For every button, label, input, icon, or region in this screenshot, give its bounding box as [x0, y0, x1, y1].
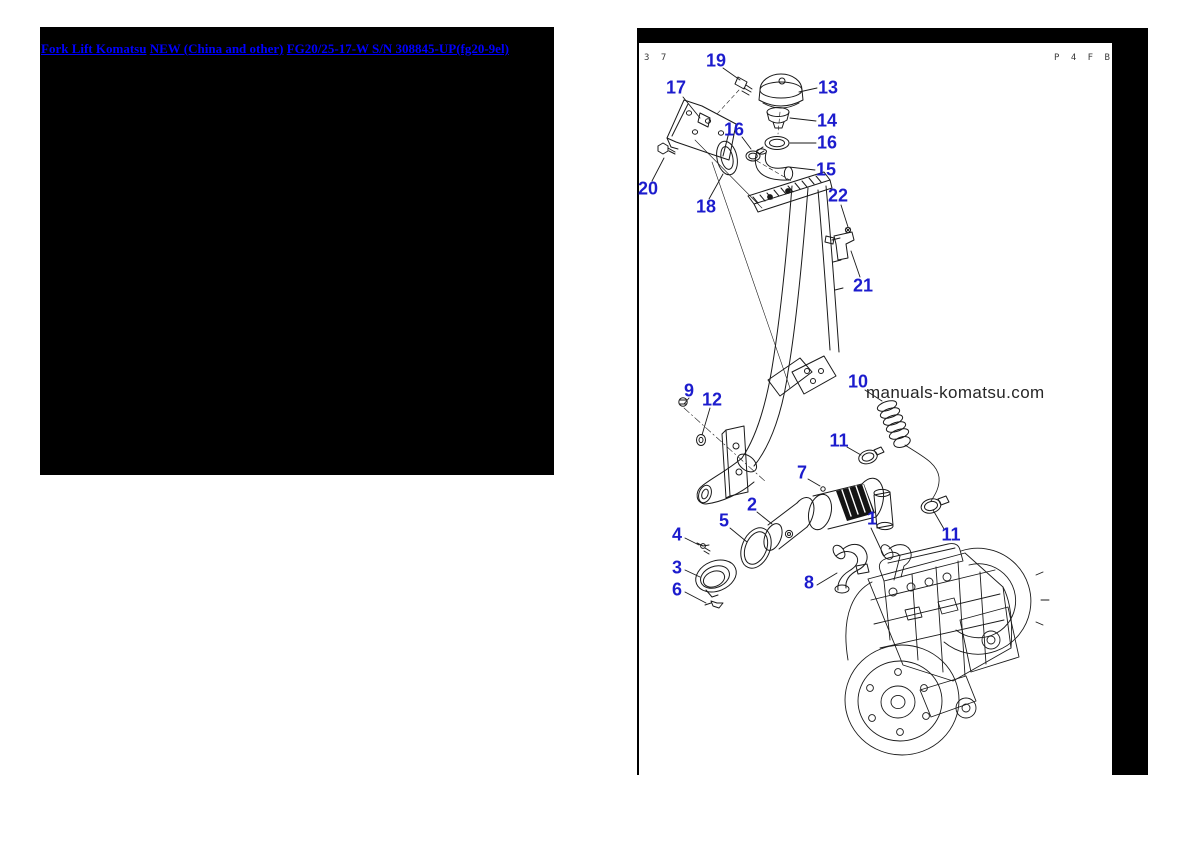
- left-black-panel: Fork Lift Komatsu NEW (China and other) …: [40, 27, 554, 475]
- part-elbow-15: [755, 148, 794, 181]
- part-wingbolt-4: [696, 542, 711, 555]
- part-bolt-19: [734, 76, 753, 96]
- part-elbow-8: [832, 544, 870, 594]
- part-hose-10: [876, 400, 911, 448]
- parts-diagram: [651, 67, 1050, 756]
- part-element-5: [740, 527, 772, 569]
- link-new-china-other[interactable]: NEW (China and other): [149, 41, 284, 56]
- radiator-frame: [747, 171, 844, 353]
- part-wingnut-6: [704, 600, 724, 609]
- page-number: 3 7: [644, 53, 670, 63]
- catalog-page: [637, 43, 1112, 775]
- part-bolt-9: [678, 397, 688, 407]
- part-bolt-20: [657, 142, 676, 155]
- breadcrumb: Fork Lift Komatsu NEW (China and other) …: [41, 42, 509, 56]
- part-precleaner-13: [758, 73, 804, 109]
- part-bracket-17: [666, 99, 737, 161]
- part-intake-pipe: [696, 185, 837, 505]
- page-side-bar: [1112, 28, 1148, 775]
- link-fork-lift-komatsu[interactable]: Fork Lift Komatsu: [41, 41, 147, 56]
- page-code: P 4 F B: [1054, 53, 1113, 63]
- part-clamp-11-upper: [858, 446, 885, 465]
- part-bracket-21-22: [824, 226, 855, 261]
- part-valve-14: [766, 107, 790, 129]
- page-top-bar: [637, 28, 1148, 43]
- part-ring-16: [764, 136, 790, 150]
- link-model-serial[interactable]: FG20/25-17-W S/N 308845-UP(fg20-9el): [286, 41, 509, 56]
- part-washer-12: [696, 434, 706, 446]
- part-clamp-11-lower: [920, 495, 950, 514]
- part-cover-3: [695, 559, 737, 598]
- hose-wire: [904, 444, 940, 502]
- watermark-text: manuals-komatsu.com: [866, 383, 1045, 402]
- part-body-2: [763, 496, 815, 551]
- part-outlet-1: [873, 488, 894, 531]
- assembly-lines: [683, 89, 794, 483]
- part-plate-18: [716, 140, 738, 176]
- part-aircleaner-7: [807, 477, 885, 531]
- engine-illustration: [844, 543, 1050, 756]
- leader-lines: [651, 67, 945, 604]
